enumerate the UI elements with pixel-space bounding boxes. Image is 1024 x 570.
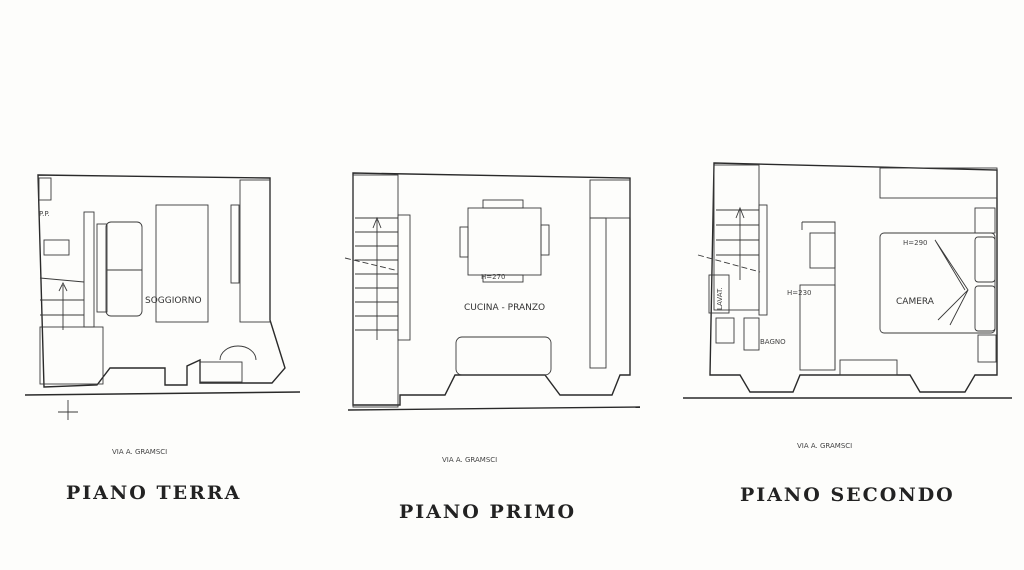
plan-piano-secondo: LAVAT. H=290 H=230 CAMERA BAGNO VIA A. G… — [683, 162, 1012, 506]
room-label-soggiorno: SOGGIORNO — [145, 296, 202, 306]
plan-piano-primo: H=270 CUCINA - PRANZO VIA A. GRAMSCI PIA… — [344, 172, 641, 523]
label-lavatrice: LAVAT. — [716, 287, 724, 310]
note-height: H=270 — [481, 273, 506, 281]
street-label: VIA A. GRAMSCI — [442, 456, 497, 464]
room-label-camera: CAMERA — [896, 297, 935, 307]
note-height-bagno: H=230 — [787, 289, 812, 297]
street-label: VIA A. GRAMSCI — [797, 442, 852, 450]
plan-piano-terra: P.P. SOGGIORNO VIA A. GRAMSCI PIANO TERR… — [24, 174, 301, 504]
floor-title: PIANO TERRA — [66, 482, 241, 504]
floor-title: PIANO SECONDO — [740, 484, 955, 506]
note-pp: P.P. — [39, 210, 50, 218]
room-label-cucina-pranzo: CUCINA - PRANZO — [464, 303, 545, 313]
street-label: VIA A. GRAMSCI — [112, 448, 167, 456]
room-label-bagno: BAGNO — [760, 338, 786, 346]
floor-title: PIANO PRIMO — [399, 501, 576, 523]
note-height-camera: H=290 — [903, 239, 928, 247]
